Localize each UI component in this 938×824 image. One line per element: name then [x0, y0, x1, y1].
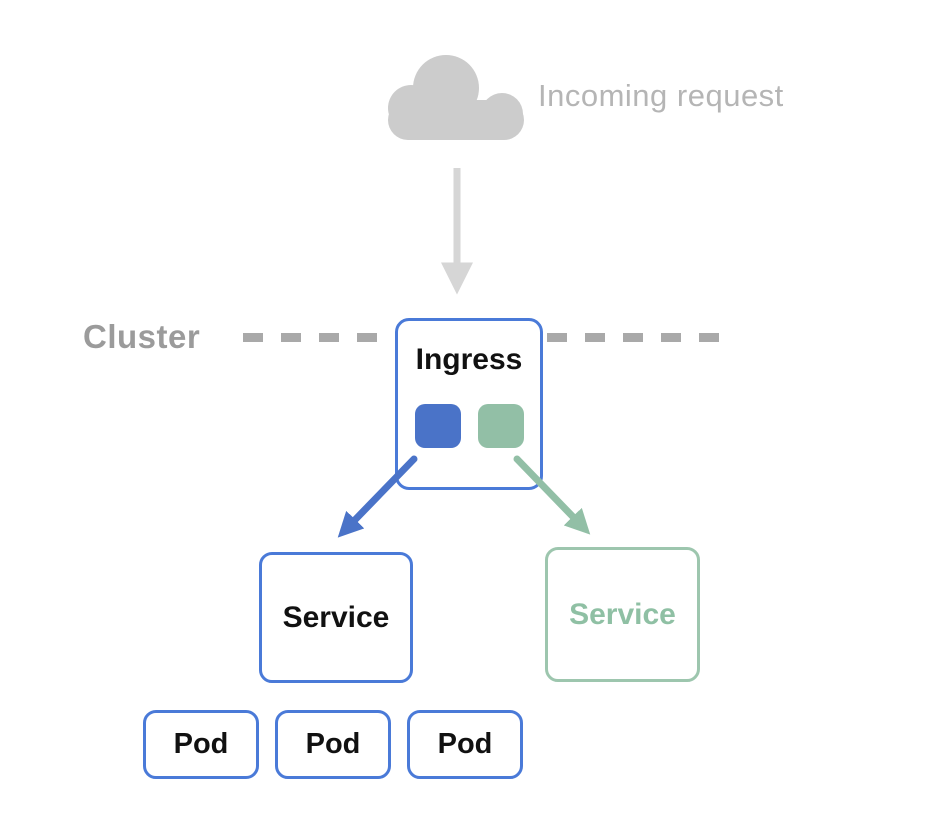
service-box-green: Service — [545, 547, 700, 682]
ingress-label: Ingress — [415, 343, 523, 376]
service-blue-label: Service — [282, 600, 390, 634]
pod-box: Pod — [275, 710, 391, 779]
pod-box: Pod — [407, 710, 523, 779]
ingress-rules — [414, 404, 524, 448]
ingress-box: Ingress — [395, 318, 543, 490]
cloud-icon — [383, 52, 525, 142]
ingress-rule-blue-square — [414, 404, 461, 448]
incoming-request-label: Incoming request — [538, 78, 784, 113]
service-box-blue: Service — [259, 552, 413, 683]
pod-label: Pod — [305, 728, 361, 760]
pod-label: Pod — [437, 728, 493, 760]
service-green-label: Service — [569, 597, 676, 631]
cluster-label: Cluster — [83, 318, 201, 355]
pod-box: Pod — [143, 710, 259, 779]
pod-label: Pod — [173, 728, 229, 760]
ingress-rule-green-square — [477, 404, 524, 448]
